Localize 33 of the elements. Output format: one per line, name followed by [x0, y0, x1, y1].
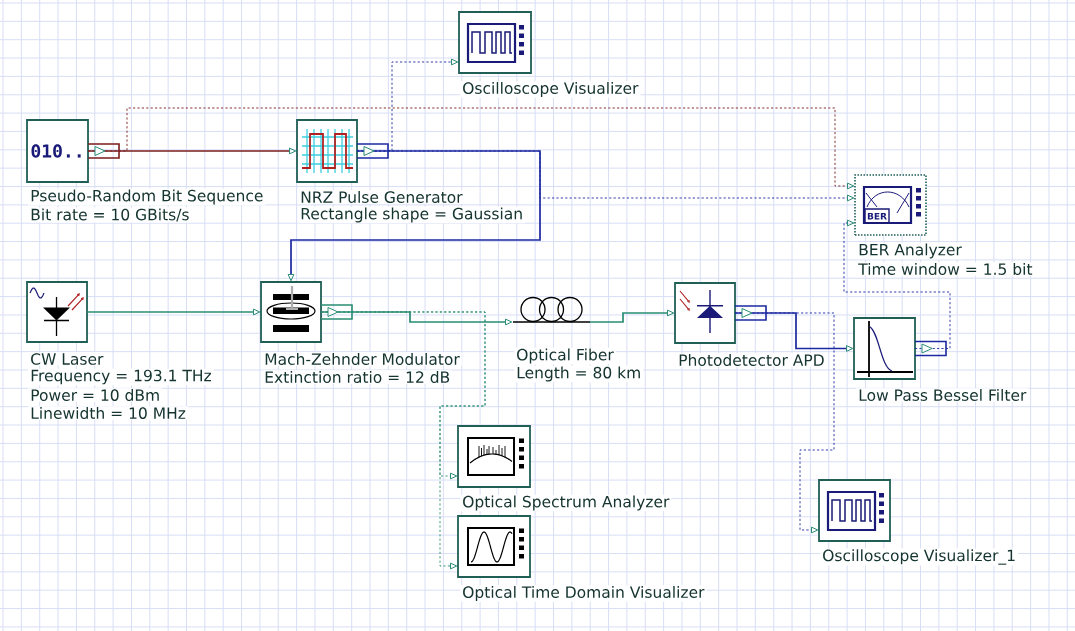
dashed-connector-arrow — [734, 312, 835, 534]
component-label: Photodetector APD — [676, 353, 827, 367]
parameter-label: Linewidth = 10 MHz — [28, 406, 188, 420]
parameter-label: Bit rate = 10 GBits/s — [28, 207, 192, 223]
component-label: Mach-Zehnder Modulator — [262, 352, 462, 366]
connector-arrow — [320, 311, 513, 326]
parameter-label: Length = 80 km — [514, 365, 644, 383]
dashed-connector-arrow — [87, 107, 855, 190]
dashed-connector-arrow — [356, 150, 855, 202]
parameter-label: Time window = 1.5 bit — [856, 262, 1035, 276]
component-label: Optical Fiber — [514, 347, 616, 365]
component-label: Optical Spectrum Analyzer — [460, 494, 672, 512]
dashed-connector-arrow — [843, 219, 951, 349]
parameter-label: Frequency = 193.1 THz — [28, 368, 214, 386]
icon-label: BER — [867, 212, 887, 220]
bit-pattern-text: 010.. — [31, 144, 81, 158]
connector-arrow — [589, 309, 675, 323]
dashed-connector-arrow — [320, 311, 486, 570]
parameter-label: Rectangle shape = Gaussian — [298, 206, 526, 224]
parameter-label: Extinction ratio = 12 dB — [262, 370, 453, 384]
component-label: BER Analyzer — [856, 242, 964, 260]
component-label: Oscilloscope Visualizer_1 — [820, 548, 1018, 566]
component-label: NRZ Pulse Generator — [298, 190, 465, 204]
parameter-label: Power = 10 dBm — [28, 388, 163, 402]
connector-arrow — [734, 312, 854, 352]
component-label: Pseudo-Random Bit Sequence — [28, 188, 266, 206]
component-label: Optical Time Domain Visualizer — [460, 585, 707, 602]
component-label: CW Laser — [28, 352, 106, 366]
connector-arrow — [86, 308, 261, 316]
component-label: Oscilloscope Visualizer — [460, 81, 641, 98]
connector-arrow — [287, 150, 541, 282]
connector-arrow — [87, 147, 297, 155]
component-label: Low Pass Bessel Filter — [856, 388, 1029, 402]
